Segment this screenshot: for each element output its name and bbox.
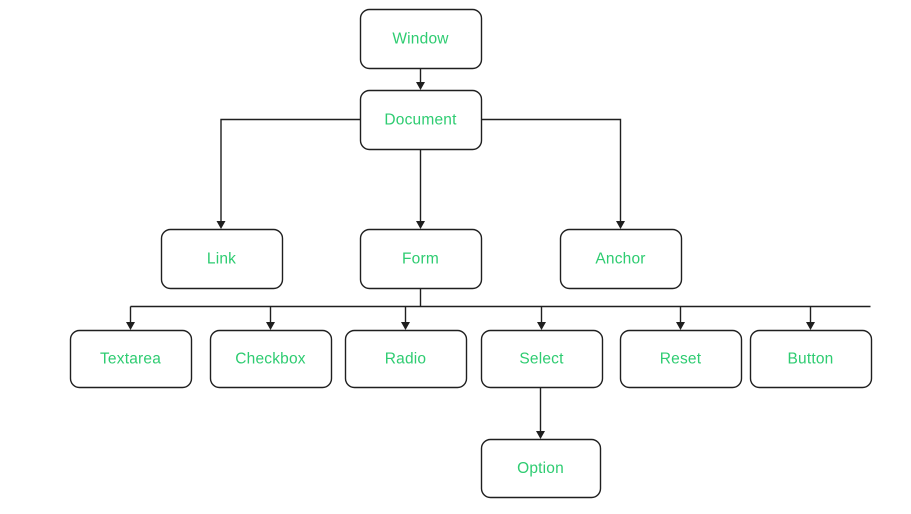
node-reset[interactable]: Reset bbox=[619, 329, 743, 389]
node-box-reset[interactable] bbox=[619, 329, 743, 389]
node-label-radio: Radio bbox=[385, 351, 427, 368]
arrowhead-select bbox=[537, 322, 546, 330]
node-box-textarea[interactable] bbox=[69, 329, 193, 389]
node-label-link: Link bbox=[207, 251, 236, 268]
node-option[interactable]: Option bbox=[480, 438, 602, 499]
arrowhead-checkbox bbox=[266, 322, 275, 330]
arrowhead-radio bbox=[401, 322, 410, 330]
node-textarea[interactable]: Textarea bbox=[69, 329, 193, 389]
node-box-anchor[interactable] bbox=[559, 228, 683, 290]
arrowhead-form bbox=[416, 221, 425, 229]
node-box-button[interactable] bbox=[749, 329, 873, 389]
node-box-select[interactable] bbox=[480, 329, 604, 389]
node-label-reset: Reset bbox=[660, 351, 702, 368]
edges-group bbox=[126, 68, 871, 439]
node-label-select: Select bbox=[519, 351, 564, 368]
node-radio[interactable]: Radio bbox=[344, 329, 468, 389]
node-button[interactable]: Button bbox=[749, 329, 873, 389]
node-form[interactable]: Form bbox=[359, 228, 483, 290]
node-select[interactable]: Select bbox=[480, 329, 604, 389]
node-box-option[interactable] bbox=[480, 438, 602, 499]
node-window[interactable]: Window bbox=[359, 8, 483, 70]
node-link[interactable]: Link bbox=[160, 228, 284, 290]
node-box-checkbox[interactable] bbox=[209, 329, 333, 389]
edge-document-to-anchor bbox=[481, 118, 622, 223]
arrowhead-anchor bbox=[616, 221, 625, 229]
arrowhead-textarea bbox=[126, 322, 135, 330]
node-label-button: Button bbox=[787, 351, 833, 368]
node-label-document: Document bbox=[384, 112, 457, 129]
node-label-form: Form bbox=[402, 251, 439, 268]
node-label-textarea: Textarea bbox=[100, 351, 161, 368]
node-box-link[interactable] bbox=[160, 228, 284, 290]
node-box-document[interactable] bbox=[359, 89, 483, 151]
node-anchor[interactable]: Anchor bbox=[559, 228, 683, 290]
arrowhead-reset bbox=[676, 322, 685, 330]
node-label-window: Window bbox=[392, 31, 449, 48]
node-box-window[interactable] bbox=[359, 8, 483, 70]
arrowhead-option bbox=[536, 431, 545, 439]
arrowhead-document bbox=[416, 82, 425, 90]
edge-document-to-link bbox=[220, 118, 360, 223]
arrowhead-link bbox=[216, 221, 226, 229]
node-label-checkbox: Checkbox bbox=[235, 351, 306, 368]
node-box-form[interactable] bbox=[359, 228, 483, 290]
node-label-anchor: Anchor bbox=[595, 251, 645, 268]
node-checkbox[interactable]: Checkbox bbox=[209, 329, 333, 389]
node-document[interactable]: Document bbox=[359, 89, 483, 151]
node-label-option: Option bbox=[517, 460, 564, 477]
arrowhead-button bbox=[806, 322, 815, 330]
node-box-radio[interactable] bbox=[344, 329, 468, 389]
